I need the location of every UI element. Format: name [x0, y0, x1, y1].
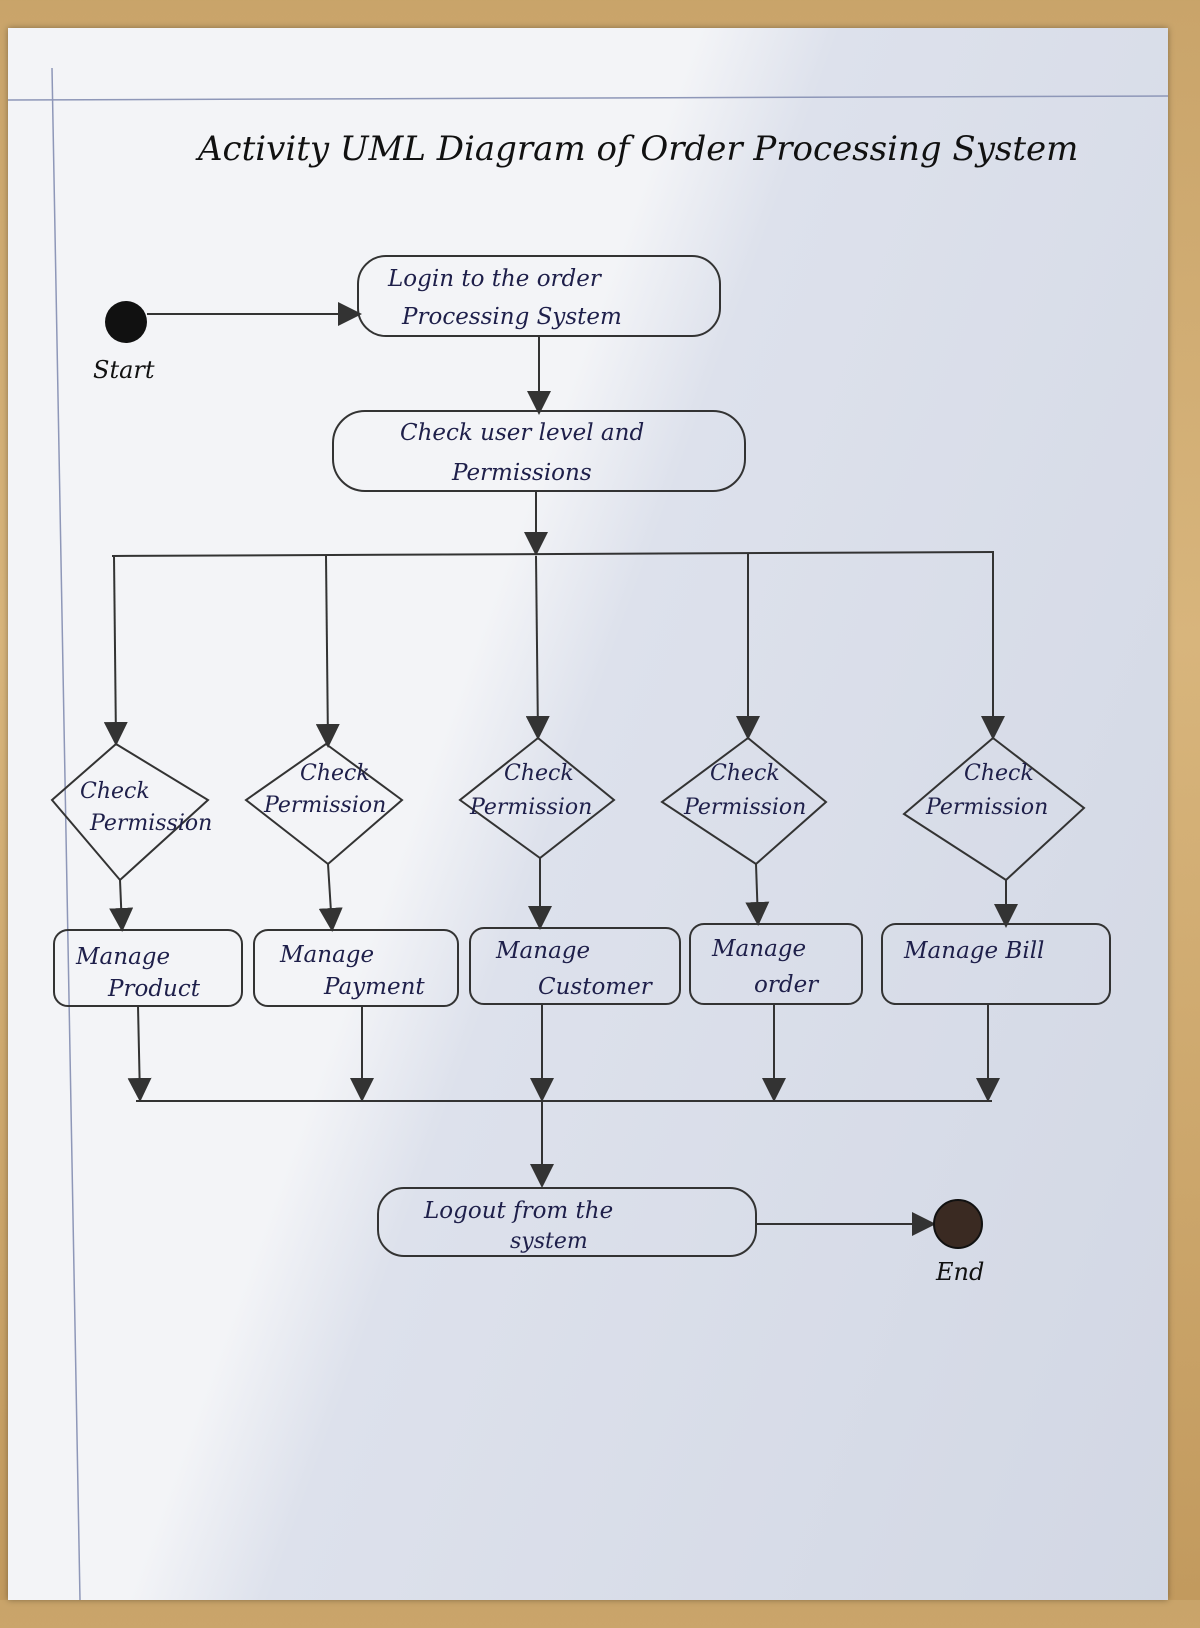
edge-branch-3 — [525, 555, 550, 740]
action-1-line-1: Manage — [75, 944, 170, 970]
end-label: End — [935, 1258, 984, 1286]
action-2-line-2: Payment — [323, 974, 425, 1000]
decision-5-line-1: Check — [964, 761, 1034, 786]
decision-5-line-2: Permission — [925, 795, 1048, 820]
action-manage-customer: Manage Customer — [469, 927, 681, 1005]
notebook-paper: Activity UML Diagram of Order Processing… — [8, 28, 1169, 1601]
start-label: Start — [93, 356, 155, 384]
decision-4: Check Permission — [660, 736, 828, 866]
check-level-line-1: Check user level and — [400, 420, 644, 446]
action-manage-payment: Manage Payment — [253, 929, 459, 1007]
start-node — [105, 301, 147, 343]
action-3-line-2: Customer — [538, 974, 654, 1000]
end-node — [933, 1199, 983, 1249]
action-4-line-2: order — [754, 972, 820, 998]
action-4-line-1: Manage — [711, 936, 806, 962]
edge-decision-1-action — [109, 879, 134, 932]
decision-4-line-2: Permission — [683, 795, 806, 820]
edge-decision-2-action — [318, 863, 343, 932]
action-manage-bill: Manage Bill — [881, 923, 1111, 1005]
decision-5: Check Permission — [902, 736, 1086, 882]
activity-diagram: Activity UML Diagram of Order Processing… — [8, 67, 1169, 1601]
action-2-line-1: Manage — [279, 942, 374, 968]
action-manage-product: Manage Product — [53, 929, 243, 1007]
action-3-line-1: Manage — [495, 938, 590, 964]
action-check-user-level — [332, 410, 746, 492]
login-line-2: Processing System — [401, 304, 622, 330]
margin-rule — [51, 67, 81, 1601]
login-line-1: Login to the order — [387, 266, 603, 292]
action-1-line-2: Product — [107, 976, 201, 1002]
edge-merge-1 — [127, 1005, 152, 1102]
edge-decision-4-action — [745, 863, 770, 926]
diagram-title: Activity UML Diagram of Order Processing… — [195, 129, 1078, 169]
decision-1-line-1: Check — [80, 779, 150, 804]
decision-2-line-1: Check — [300, 761, 370, 786]
action-logout — [377, 1187, 757, 1257]
decision-4-line-1: Check — [710, 761, 780, 786]
decision-3-line-2: Permission — [469, 795, 592, 820]
logout-line-2: system — [510, 1229, 588, 1254]
decision-1-line-2: Permission — [89, 811, 212, 836]
edge-branch-2 — [315, 555, 340, 748]
action-5-line-1: Manage Bill — [903, 938, 1044, 964]
check-level-line-2: Permissions — [451, 460, 592, 486]
logout-line-1: Logout from the — [423, 1198, 613, 1224]
decision-1: Check Permission — [50, 742, 212, 882]
header-rule — [8, 95, 1169, 101]
edge-branch-1 — [103, 555, 128, 746]
action-manage-order: Manage order — [689, 923, 863, 1005]
decision-3-line-1: Check — [504, 761, 574, 786]
decision-3: Check Permission — [458, 736, 616, 860]
decision-2: Check Permission — [244, 742, 404, 866]
decision-2-line-2: Permission — [263, 793, 386, 818]
branch-bar — [111, 551, 995, 557]
